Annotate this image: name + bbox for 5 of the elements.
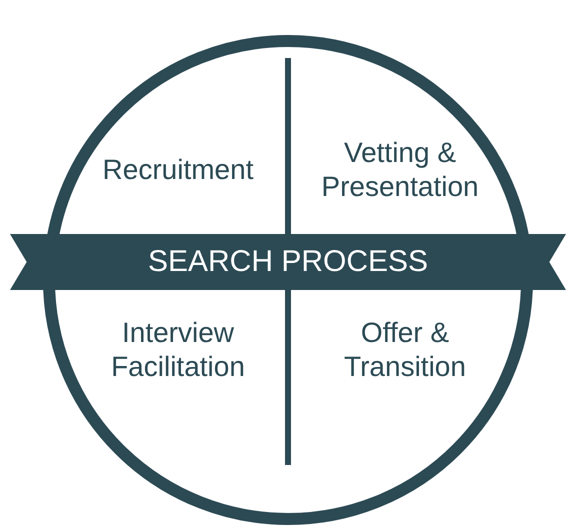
- quadrant-label: Interview Facilitation: [110, 316, 246, 384]
- banner-title: SEARCH PROCESS: [148, 244, 428, 280]
- quadrant-label: Offer & Transition: [343, 316, 467, 384]
- quadrant-label: Recruitment: [102, 153, 254, 187]
- quadrant-label: Vetting & Presentation: [320, 136, 480, 204]
